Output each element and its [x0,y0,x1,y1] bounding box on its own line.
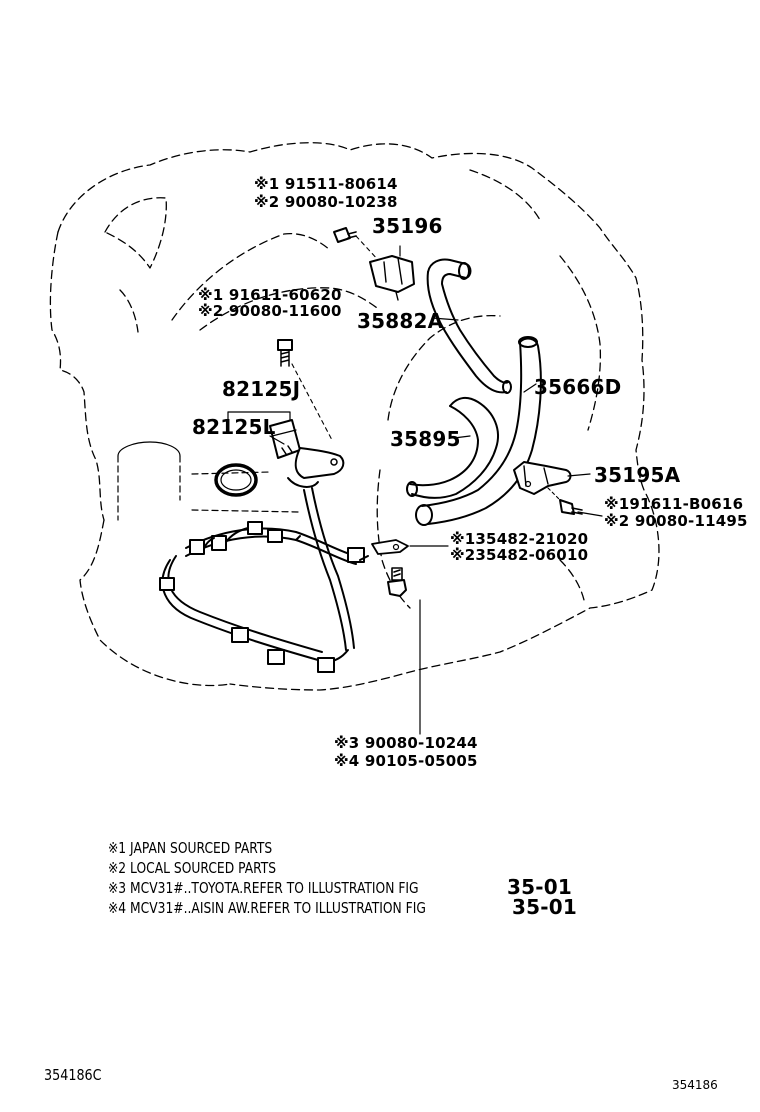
illustration-code-right: 354186 [672,1078,718,1092]
o-ring [214,463,258,497]
label-90080-11600: ※2 90080-11600 [198,302,342,320]
label-90080-10244: ※3 90080-10244 [334,734,478,752]
label-35666D: 35666D [534,375,622,399]
note-japan-sourced: ※1 JAPAN SOURCED PARTS [108,839,273,857]
label-35196: 35196 [372,214,443,238]
label-91511-80614: ※1 91511-80614 [254,175,398,193]
bracket-35195A [513,461,572,495]
label-90105-05005: ※4 90105-05005 [334,752,478,770]
leader-lines [227,317,603,735]
note-local-sourced: ※2 LOCAL SOURCED PARTS [108,859,277,877]
label-35482-21020: ※135482-21020 [450,530,589,548]
clamp-35482 [371,539,409,555]
label-35895: 35895 [390,427,461,451]
transmission-housing-outline [49,142,660,691]
speed-sensor [269,419,345,488]
bolt-91511-80614 [333,227,357,243]
label-82125J: 82125J [222,377,301,401]
bolt-91611-B0616 [559,499,583,515]
note-toyota-fig-number: 35-01 [507,875,572,899]
label-90080-11495: ※2 90080-11495 [604,512,748,530]
label-35482-06010: ※235482-06010 [450,546,589,564]
hose-35882A [426,258,512,394]
note-aisin-fig-number: 35-01 [512,895,577,919]
label-91611-B0616: ※191611-B0616 [604,495,744,513]
housing-boss [117,441,301,521]
bracket-35196 [369,255,415,301]
hose-35895 [406,396,499,499]
bolt-91611-60620 [277,339,293,367]
label-91611-60620: ※1 91611-60620 [198,286,342,304]
wire-harness [159,487,369,673]
label-90080-10238: ※2 90080-10238 [254,193,398,211]
illustration-code-left: 354186C [44,1066,102,1084]
note-aisin-refer: ※4 MCV31#..AISIN AW.REFER TO ILLUSTRATIO… [108,899,426,917]
label-35195A: 35195A [594,463,681,487]
note-toyota-refer: ※3 MCV31#..TOYOTA.REFER TO ILLUSTRATION … [108,879,419,897]
hose-35666D [415,336,542,526]
label-82125L: 82125L [192,415,276,439]
label-35882A: 35882A [357,309,444,333]
bolt-90080-10244 [387,567,407,597]
